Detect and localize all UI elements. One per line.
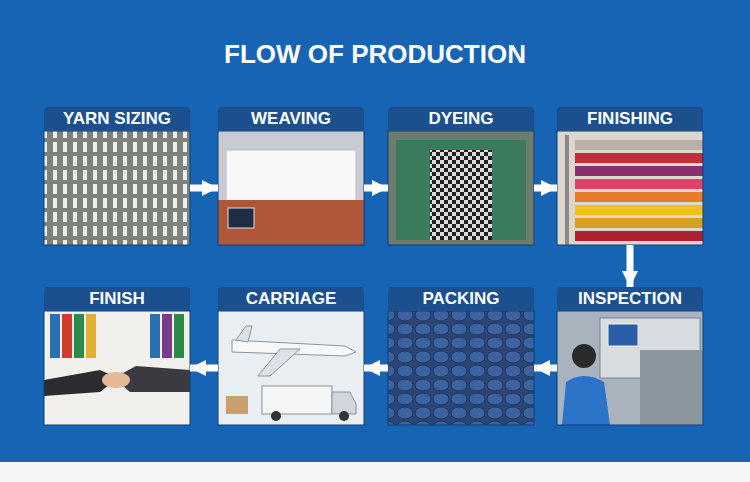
photo-frame — [388, 311, 534, 425]
yarn-sizing-photo — [44, 131, 190, 245]
step-label: FINISHING — [557, 107, 703, 131]
wheel — [339, 411, 349, 421]
finish-photo — [44, 311, 190, 425]
fabric-roll — [575, 140, 703, 150]
book — [150, 314, 160, 358]
inspection-photo — [557, 311, 703, 425]
step-label: CARRIAGE — [218, 287, 364, 311]
dyeing-photo — [388, 131, 534, 245]
flow-arrow — [364, 365, 388, 372]
photo-ground — [388, 131, 534, 245]
fabric-roll — [640, 350, 703, 425]
photo-ground — [557, 131, 703, 245]
fabric-roll — [575, 153, 703, 163]
fabric-roll — [575, 218, 703, 228]
parcel — [226, 396, 248, 414]
step-label: YARN SIZING — [44, 107, 190, 131]
cloth-roll — [226, 150, 356, 202]
photo-ground — [218, 311, 364, 425]
process-panel: INSPECTION — [557, 287, 703, 425]
process-panel: WEAVING — [218, 107, 364, 245]
machine-screen — [608, 324, 638, 346]
step-label: WEAVING — [218, 107, 364, 131]
dyed-fabric — [430, 150, 492, 240]
step-label: FINISH — [44, 287, 190, 311]
book — [162, 314, 172, 358]
book — [86, 314, 96, 358]
fabric-roll — [575, 166, 703, 176]
finishing-photo — [557, 131, 703, 245]
photo-frame — [44, 131, 190, 245]
carriage-photo — [218, 311, 364, 425]
diagram-title: FLOW OF PRODUCTION — [0, 34, 750, 74]
packing-photo — [388, 311, 534, 425]
fabric-roll — [575, 205, 703, 215]
plane-tail — [236, 326, 252, 342]
photo-frame — [557, 131, 703, 245]
weaving-photo — [218, 131, 364, 245]
photo-frame — [218, 311, 364, 425]
flow-arrow — [534, 365, 557, 372]
flow-arrow — [364, 185, 388, 192]
step-label: PACKING — [388, 287, 534, 311]
hands — [102, 372, 130, 388]
packed-rolls — [388, 311, 534, 425]
process-panel: YARN SIZING — [44, 107, 190, 245]
process-panel: DYEING — [388, 107, 534, 245]
dye-machine — [396, 140, 526, 240]
book — [174, 314, 184, 358]
fabric-roll — [575, 179, 703, 189]
yarn-creel — [44, 131, 190, 245]
plane-wing — [258, 349, 300, 376]
loom-body — [218, 200, 364, 245]
process-panel: CARRIAGE — [218, 287, 364, 425]
loom-screen — [228, 208, 254, 228]
fabric-roll — [575, 231, 703, 241]
photo-frame — [218, 131, 364, 245]
photo-frame — [44, 311, 190, 425]
fabric-roll — [575, 192, 703, 202]
truck-box — [262, 386, 332, 414]
photo-ground — [218, 131, 364, 245]
flow-arrow — [190, 365, 218, 372]
step-label: INSPECTION — [557, 287, 703, 311]
book — [50, 314, 60, 358]
flow-arrow — [190, 185, 218, 192]
process-panel: FINISHING — [557, 107, 703, 245]
worker-head — [572, 344, 596, 368]
book — [74, 314, 84, 358]
step-label: DYEING — [388, 107, 534, 131]
truck-cab — [332, 392, 356, 414]
bottom-band — [0, 462, 750, 482]
process-panel: FINISH — [44, 287, 190, 425]
wheel — [271, 411, 281, 421]
photo-ground — [557, 311, 703, 425]
book — [62, 314, 72, 358]
process-panel: PACKING — [388, 287, 534, 425]
photo-ground — [388, 311, 534, 425]
worker-shirt — [562, 376, 610, 425]
photo-ground — [44, 311, 190, 425]
photo-ground — [44, 131, 190, 245]
flow-arrow — [534, 185, 557, 192]
rack-post — [565, 135, 569, 245]
photo-frame — [557, 311, 703, 425]
flow-arrow — [627, 245, 634, 287]
photo-frame — [388, 131, 534, 245]
